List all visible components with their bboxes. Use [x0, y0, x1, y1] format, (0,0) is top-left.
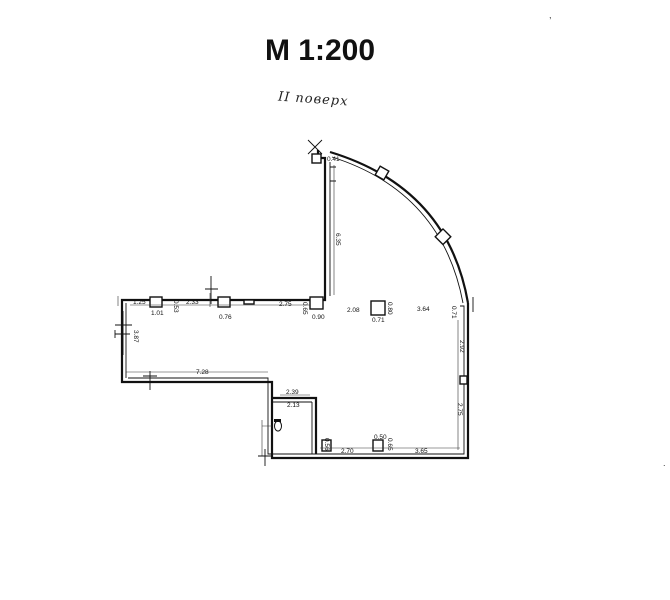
dim-label: 0.65 — [301, 302, 308, 315]
outer-wall-inner-line — [125, 162, 465, 455]
toilet-fixture — [274, 419, 282, 432]
dim-label: 2.70 — [341, 448, 354, 455]
dim-label: 1.01 — [151, 310, 164, 317]
dim-label: 3.65 — [415, 448, 428, 455]
tick-mark — [143, 371, 157, 390]
dim-label: 0.53 — [172, 300, 179, 313]
curved-facade-inner — [331, 156, 464, 304]
tick-mark — [258, 449, 272, 466]
column — [372, 439, 384, 452]
floor-label: II поверх — [277, 89, 349, 109]
dim-label: 7.28 — [196, 369, 209, 376]
column — [459, 375, 468, 385]
column — [309, 296, 324, 310]
column — [243, 299, 255, 305]
dim-label: 2.75 — [279, 301, 292, 308]
dim-label: 0.90 — [312, 314, 325, 321]
dim-label: 0.56 — [323, 438, 330, 451]
column — [374, 165, 390, 181]
dimension-labels: 0.41 6.35 1.25 0.53 2.33 2.75 0.65 1.01 … — [132, 156, 465, 455]
left-wall-notch — [114, 330, 130, 338]
tick-mark — [117, 293, 211, 307]
tick-mark — [307, 139, 323, 155]
scale-title: M 1:200 — [265, 34, 375, 67]
column — [370, 300, 386, 316]
tick-mark — [330, 166, 336, 182]
door-swing — [261, 420, 272, 456]
column — [311, 153, 322, 164]
dim-label: 0.80 — [386, 302, 393, 315]
dim-label: 2.33 — [186, 299, 199, 306]
column — [217, 296, 231, 308]
corner-mark: . — [663, 458, 666, 468]
dim-label: 0.76 — [219, 314, 232, 321]
corner-mark: , — [549, 10, 552, 20]
column — [434, 227, 452, 246]
dim-label: 2.75 — [456, 403, 463, 416]
bathroom-wall — [272, 396, 318, 454]
dim-label: 2.39 — [286, 389, 299, 396]
bathroom-wall-inner — [272, 401, 313, 454]
dim-label: 2.08 — [347, 307, 360, 314]
dim-label: 6.35 — [334, 233, 341, 246]
dim-label: 3.87 — [132, 330, 139, 343]
dim-label: 2.13 — [287, 402, 300, 409]
dim-label: 2.92 — [458, 340, 465, 353]
dim-label: 0.71 — [372, 317, 385, 324]
dim-label: 0.65 — [386, 438, 393, 451]
floor-plan — [114, 139, 474, 466]
dim-label: 0.50 — [374, 434, 387, 441]
dim-label: 3.64 — [417, 306, 430, 313]
dim-label: 0.41 — [327, 156, 340, 163]
dim-label: 1.25 — [133, 299, 146, 306]
column — [321, 439, 332, 452]
column — [149, 296, 163, 308]
dim-label: 0.71 — [450, 306, 457, 319]
curved-facade — [329, 150, 470, 304]
tick-mark — [205, 276, 218, 304]
tick-mark — [115, 311, 132, 355]
